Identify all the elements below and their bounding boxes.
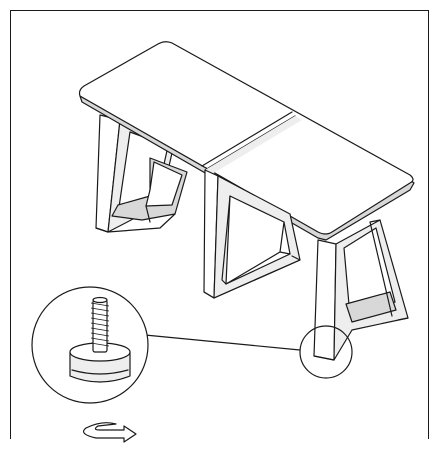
table-top (78, 41, 415, 241)
middle-leg (203, 169, 301, 299)
adjustable-foot-detail (31, 286, 149, 404)
right-leg (313, 219, 409, 361)
foot-highlight-circle (299, 325, 353, 379)
leader-line (144, 334, 301, 351)
rotate-arrow-icon (83, 422, 137, 443)
page-frame (10, 10, 429, 439)
